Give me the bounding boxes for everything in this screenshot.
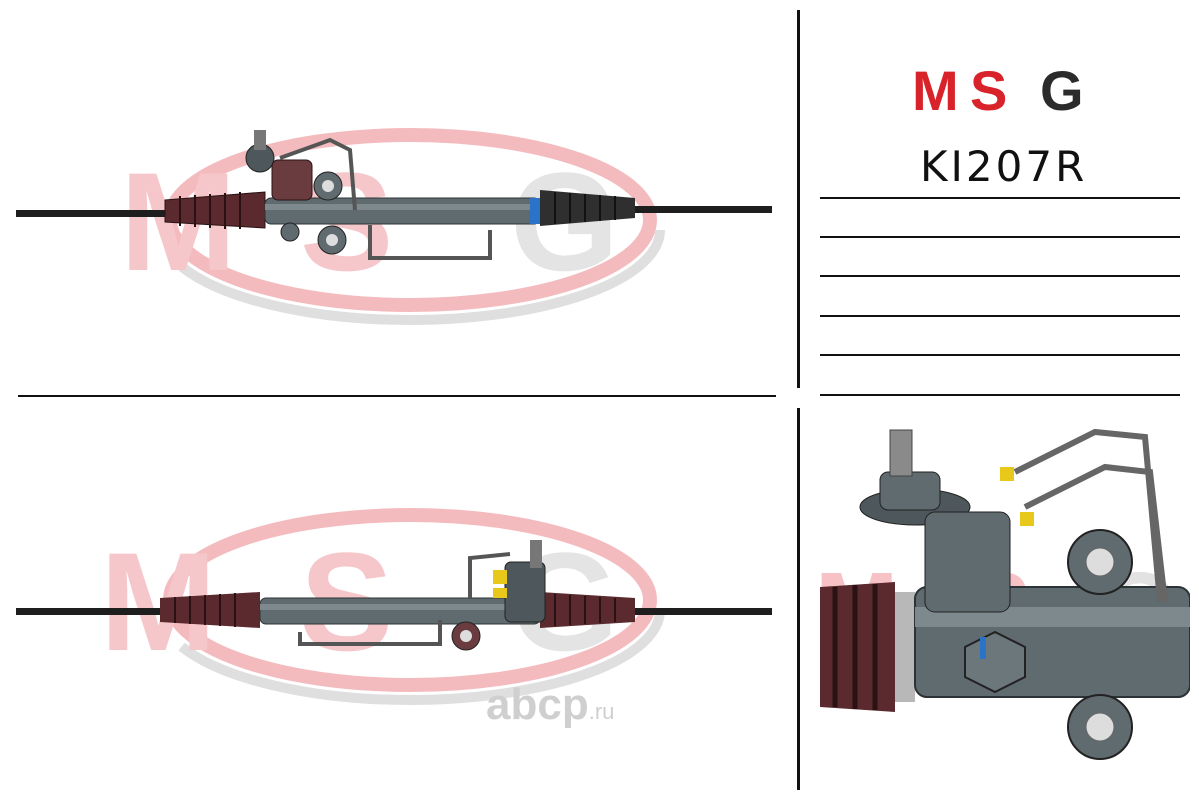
- horizontal-divider: [18, 395, 776, 397]
- vertical-divider-top: [797, 10, 800, 388]
- steering-rack-image: M S G: [10, 480, 780, 710]
- brand-letter-m: M: [912, 64, 959, 116]
- steering-rack-image: M S G: [10, 100, 780, 340]
- vertical-divider-bottom: [797, 408, 800, 790]
- brand-logo-svg: M S G: [912, 59, 1084, 122]
- footer-mark-tld: .ru: [588, 699, 615, 724]
- spec-line: [820, 236, 1180, 238]
- spec-line: [820, 394, 1180, 396]
- msg-watermark-icon: M S G: [120, 128, 665, 325]
- spec-line: [820, 197, 1180, 199]
- spec-line: [820, 275, 1180, 277]
- steering-rack-detail-image: M S G: [815, 412, 1191, 792]
- brand-letter-g: G: [1040, 64, 1084, 116]
- spec-line: [820, 354, 1180, 356]
- footer-mark: abcp.ru: [486, 680, 614, 730]
- spec-line: [820, 315, 1180, 317]
- footer-mark-name: abcp: [486, 680, 589, 729]
- brand-letter-s: S: [970, 64, 1007, 116]
- part-number: KI207R: [920, 142, 1088, 191]
- brand-logo: M S G: [912, 59, 1102, 122]
